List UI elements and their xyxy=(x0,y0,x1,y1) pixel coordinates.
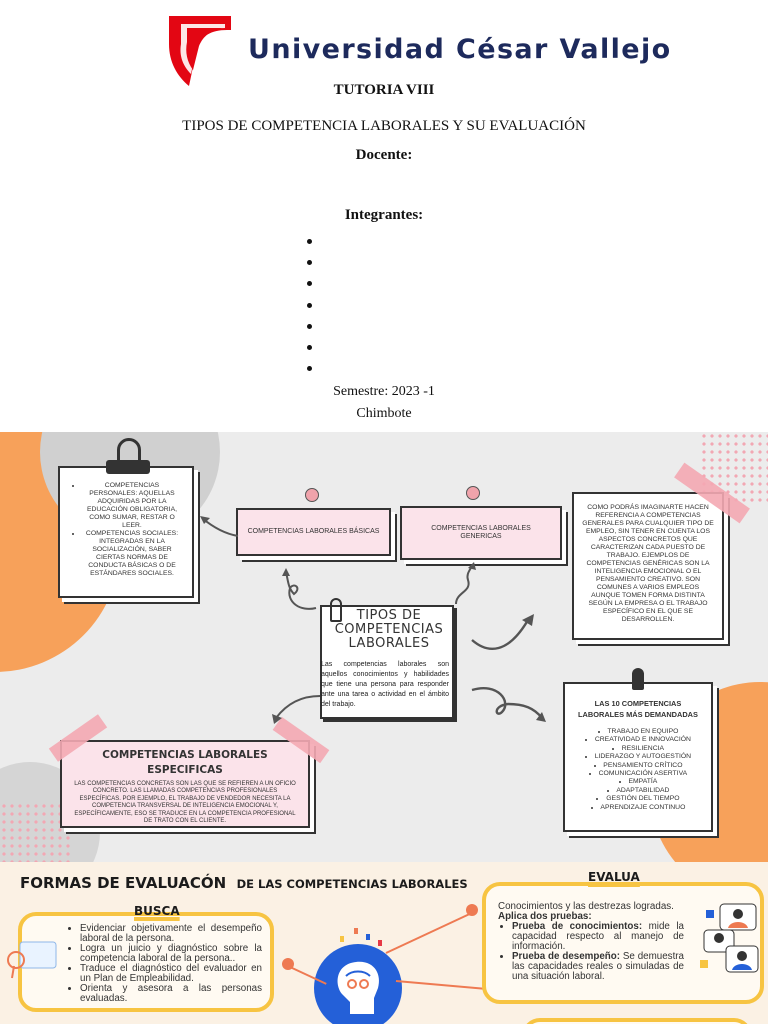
basicas-items-list: COMPETENCIAS PERSONALES: AQUELLAS ADQUIR… xyxy=(70,482,182,578)
evaluation-section: FORMAS DE EVALUACÓN DE LAS COMPETENCIAS … xyxy=(0,862,768,1024)
top10-item: ADAPTABILIDAD xyxy=(571,787,705,795)
arrow-to-genericas-icon xyxy=(455,562,476,605)
member-bullet xyxy=(307,276,507,297)
members-label: Integrantes: xyxy=(344,207,424,223)
evalua-intro: Conocimientos y las destrezas logradas. xyxy=(498,901,674,912)
basicas-label: COMPETENCIAS LABORALES BÁSICAS xyxy=(247,528,380,535)
busca-item: Orienta y asesora a las personas evaluad… xyxy=(80,984,262,1004)
arrow-to-basicas-icon xyxy=(282,568,317,610)
arrow-to-especificas-icon xyxy=(272,695,321,724)
head-brain-icon xyxy=(337,961,380,1014)
connector-node xyxy=(466,904,478,916)
top10-list: TRABAJO EN EQUIPOCREATIVIDAD E INNOVACIÓ… xyxy=(571,728,705,812)
basicas-detail-card: COMPETENCIAS PERSONALES: AQUELLAS ADQUIR… xyxy=(58,466,194,598)
members-list xyxy=(307,234,507,382)
test-performance-text: Se demuestra las capacidades reales o si… xyxy=(512,951,685,982)
top10-item: COMUNICACIÓN ASERTIVA xyxy=(571,770,705,778)
member-bullet xyxy=(307,361,507,382)
top10-item: APRENDIZAJE CONTINUO xyxy=(571,804,705,812)
top10-item: GESTIÓN DEL TIEMPO xyxy=(571,795,705,803)
city-text: Chimbote xyxy=(356,406,412,421)
teacher-label: Docente: xyxy=(355,147,413,163)
top10-title: LAS 10 COMPETENCIAS LABORALES MÁS DEMAND… xyxy=(578,699,698,719)
evaluation-heading-sub: DE LAS COMPETENCIAS LABORALES xyxy=(236,877,468,891)
top10-card: LAS 10 COMPETENCIAS LABORALES MÁS DEMAND… xyxy=(563,682,713,832)
test-knowledge-title: Prueba de conocimientos: xyxy=(512,921,643,932)
evalua-tests-list: Prueba de conocimientos: mide la capacid… xyxy=(498,922,684,982)
busca-item: Traduce el diagnóstico del evaluador en … xyxy=(80,964,262,984)
evaluation-heading-main: FORMAS DE EVALUACÓN xyxy=(20,874,227,892)
member-bullet xyxy=(307,340,507,361)
semester-text: Semestre: 2023 -1 xyxy=(333,384,435,399)
busca-list: Evidenciar objetivamente el desempeño la… xyxy=(66,924,262,1004)
test-knowledge-text: mide la capacidad respecto al manejo de … xyxy=(512,921,684,952)
busca-label: BUSCA xyxy=(134,904,180,918)
top10-item: EMPATÍA xyxy=(571,778,705,786)
test-performance: Prueba de desempeño: Se demuestra las ca… xyxy=(512,952,684,982)
connector-line xyxy=(395,980,486,990)
connector-line xyxy=(385,912,472,954)
genericas-detail-card: COMO PODRÁS IMAGINARTE HACEN REFERENCIA … xyxy=(572,492,724,640)
document-magnifier-icon xyxy=(7,941,57,979)
paperclip-icon xyxy=(330,598,342,622)
top10-item: LIDERAZGO Y AUTOGESTIÓN xyxy=(571,753,705,761)
member-bullet xyxy=(307,298,507,319)
pin-icon xyxy=(466,486,480,500)
top10-item: PENSAMIENTO CRÍTICO xyxy=(571,762,705,770)
evalua-sub: Aplica dos pruebas: xyxy=(498,911,592,922)
basicas-item: COMPETENCIAS PERSONALES: AQUELLAS ADQUIR… xyxy=(82,482,182,530)
member-bullet xyxy=(307,319,507,340)
top10-item: TRABAJO EN EQUIPO xyxy=(571,728,705,736)
evaluation-heading: FORMAS DE EVALUACÓN DE LAS COMPETENCIAS … xyxy=(20,874,468,893)
test-performance-title: Prueba de desempeño: xyxy=(512,951,621,962)
dot-pattern-bottom-left xyxy=(0,802,70,862)
connector-node xyxy=(282,958,294,970)
center-description: Las competencias laborales son aquellos … xyxy=(321,661,449,708)
basicas-label-card: COMPETENCIAS LABORALES BÁSICAS xyxy=(236,508,391,556)
especificas-text: LAS COMPETENCIAS CONCRETAS SON LAS QUE S… xyxy=(74,781,296,825)
center-card xyxy=(320,605,454,719)
arrow-to-basicas-detail-icon xyxy=(200,516,239,537)
member-bullet xyxy=(307,255,507,276)
busca-box: Evidenciar objetivamente el desempeño la… xyxy=(18,912,274,1012)
especificas-title: COMPETENCIAS LABORALES ESPECIFICAS xyxy=(102,749,268,776)
busca-item: Logra un juicio y diagnóstico sobre la c… xyxy=(80,944,262,964)
busca-content: Evidenciar objetivamente el desempeño la… xyxy=(66,924,262,1004)
pin-icon xyxy=(305,488,319,502)
basicas-item: COMPETENCIAS SOCIALES: INTEGRADAS EN LA … xyxy=(82,530,182,578)
concept-map: COMPETENCIAS PERSONALES: AQUELLAS ADQUIR… xyxy=(0,432,768,862)
third-box-top-edge xyxy=(522,1018,752,1024)
confetti-icon xyxy=(340,928,382,946)
genericas-label-card: COMPETENCIAS LABORALES GENERICAS xyxy=(400,506,562,560)
top10-item: RESILIENCIA xyxy=(571,745,705,753)
evalua-label: EVALUA xyxy=(588,870,640,884)
genericas-text: COMO PODRÁS IMAGINARTE HACEN REFERENCIA … xyxy=(582,504,714,623)
binder-clip-base-icon xyxy=(106,460,150,474)
arrow-to-genericas-detail-icon xyxy=(471,614,534,650)
member-bullet xyxy=(307,234,507,255)
video-call-people-icon xyxy=(700,903,759,973)
pushpin-icon xyxy=(632,668,644,690)
course-title: TUTORIA VIII xyxy=(333,82,435,98)
genericas-label: COMPETENCIAS LABORALES GENERICAS xyxy=(431,525,531,540)
arrow-to-top10-icon xyxy=(471,687,546,722)
especificas-card: COMPETENCIAS LABORALES ESPECIFICAS LAS C… xyxy=(60,740,310,828)
ucv-logo-icon xyxy=(169,16,231,86)
cover-page: Universidad César Vallejo TUTORIA VIII T… xyxy=(0,0,768,432)
center-title: TIPOS DE COMPETENCIAS LABORALES xyxy=(334,608,444,651)
document-subject: TIPOS DE COMPETENCIA LABORALES Y SU EVAL… xyxy=(182,118,586,134)
test-knowledge: Prueba de conocimientos: mide la capacid… xyxy=(512,922,684,952)
top10-item: CREATIVIDAD E INNOVACIÓN xyxy=(571,736,705,744)
university-name: Universidad César Vallejo xyxy=(248,34,672,65)
evalua-content: Conocimientos y las destrezas logradas. … xyxy=(498,902,684,982)
busca-item: Evidenciar objetivamente el desempeño la… xyxy=(80,924,262,944)
